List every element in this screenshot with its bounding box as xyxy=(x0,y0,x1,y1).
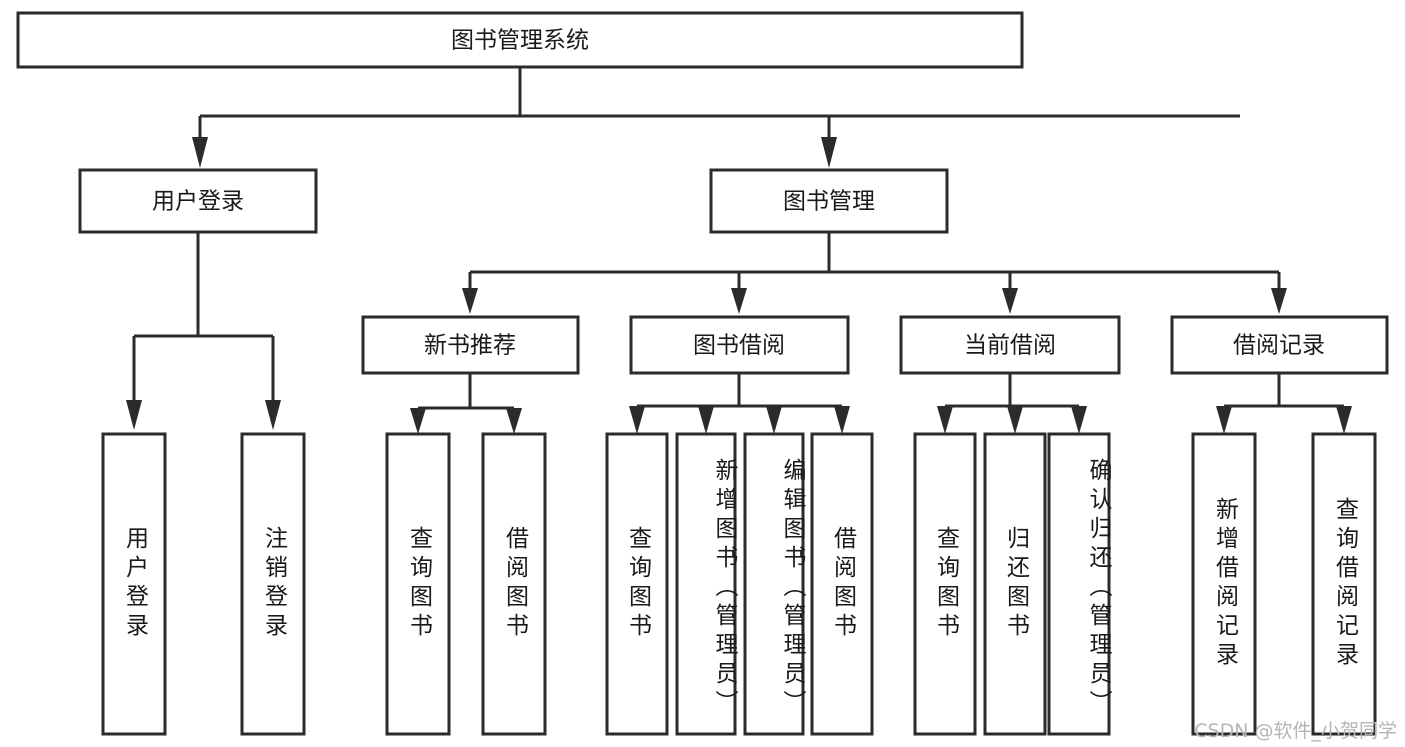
level3-label-3: 借阅记录 xyxy=(1233,333,1325,359)
node-new-book-recommend[interactable]: 新书推荐 xyxy=(361,315,580,375)
watermark-text: CSDN @软件_小贺同学 xyxy=(1194,720,1397,742)
arrow-head-icon xyxy=(410,408,426,434)
arrow-head-icon xyxy=(1216,406,1232,434)
connector-newbook-to-leaves xyxy=(410,373,522,434)
level2-box-0[interactable] xyxy=(78,168,318,234)
arrow-head-icon xyxy=(937,406,953,434)
connector-bookmgmt-to-level3 xyxy=(462,232,1287,314)
connector-borrowrecord-to-leaves xyxy=(1216,373,1352,434)
leaf-box-9[interactable] xyxy=(983,432,1047,736)
node-borrow-records[interactable]: 借阅记录 xyxy=(1170,315,1389,375)
arrow-head-icon xyxy=(1336,406,1352,434)
arrow-head-icon xyxy=(1271,288,1287,314)
node-current-borrow[interactable]: 当前借阅 xyxy=(899,315,1121,375)
root-label: 图书管理系统 xyxy=(451,28,589,54)
level3-box-2[interactable] xyxy=(899,315,1121,375)
connector-bookborrow-to-leaves xyxy=(629,373,850,434)
level2-label-0: 用户登录 xyxy=(152,189,244,215)
connector-currentborrow-to-leaves xyxy=(937,373,1087,434)
level3-box-0[interactable] xyxy=(361,315,580,375)
level3-label-0: 新书推荐 xyxy=(424,333,516,359)
connector-root-to-level2 xyxy=(192,67,1240,168)
node-book-management[interactable]: 图书管理 xyxy=(709,168,949,234)
leaf-box-11[interactable] xyxy=(1191,432,1257,736)
connector-userlogin-to-leaves xyxy=(126,232,281,430)
arrow-head-icon xyxy=(766,406,782,434)
arrow-head-icon xyxy=(192,137,208,168)
leaf-box-12[interactable] xyxy=(1311,432,1377,736)
level2-label-1: 图书管理 xyxy=(783,189,875,215)
arrow-head-icon xyxy=(1071,406,1087,434)
leaf-box-1[interactable] xyxy=(240,432,306,736)
arrow-head-icon xyxy=(731,288,747,314)
leaf-box-10[interactable] xyxy=(1047,432,1111,736)
leaf-box-7[interactable] xyxy=(810,432,874,736)
arrow-head-icon xyxy=(1002,288,1018,314)
arrow-head-icon xyxy=(698,406,714,434)
arrow-head-icon xyxy=(462,288,478,314)
leaf-box-3[interactable] xyxy=(481,432,547,736)
arrow-head-icon xyxy=(629,406,645,434)
arrow-head-icon xyxy=(265,400,281,430)
level3-label-1: 图书借阅 xyxy=(693,333,785,359)
arrow-head-icon xyxy=(821,137,837,168)
root-box[interactable] xyxy=(16,11,1024,69)
level3-label-2: 当前借阅 xyxy=(964,333,1056,359)
leaf-box-6[interactable] xyxy=(743,432,805,736)
arrow-head-icon xyxy=(506,408,522,434)
leaf-box-2[interactable] xyxy=(385,432,451,736)
node-root[interactable]: 图书管理系统 xyxy=(16,11,1024,69)
arrow-head-icon xyxy=(126,400,142,430)
node-book-borrow[interactable]: 图书借阅 xyxy=(629,315,850,375)
node-user-login[interactable]: 用户登录 xyxy=(78,168,318,234)
leaf-box-5[interactable] xyxy=(675,432,737,736)
arrow-head-icon xyxy=(1007,406,1023,434)
leaf-box-0[interactable] xyxy=(101,432,167,736)
leaf-box-4[interactable] xyxy=(605,432,669,736)
arrow-head-icon xyxy=(834,406,850,434)
leaf-box-8[interactable] xyxy=(913,432,977,736)
